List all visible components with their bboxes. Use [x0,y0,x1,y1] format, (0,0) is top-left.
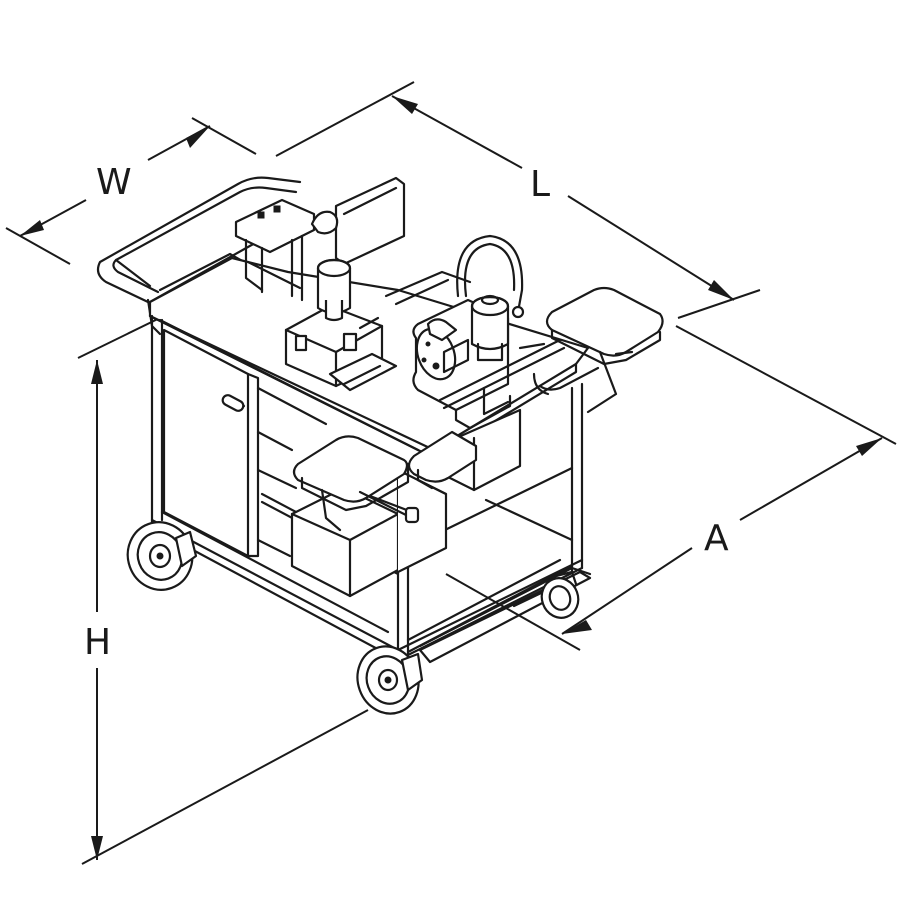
side-table-rear-right [532,286,664,414]
dimension-h: H [77,313,369,865]
cabinet-handle [221,394,245,412]
shelf-box-right [397,469,448,573]
dimension-a-label: A [704,518,729,559]
caster-wheel-left [126,520,198,591]
dimension-w: W [5,117,257,265]
machine-left [234,176,406,392]
caster-wheel-front [356,645,424,715]
dimension-h-label: H [84,622,111,663]
side-table-front-left [292,435,420,532]
side-table-front-right [407,430,478,490]
machine-right [412,234,566,430]
dimension-l: L [275,81,761,319]
dimension-w-label: W [96,162,132,203]
rear-plate [384,270,472,306]
dimension-a: A [445,325,897,651]
dimension-l-label: L [530,164,550,205]
caster-wheel-right [540,570,580,619]
